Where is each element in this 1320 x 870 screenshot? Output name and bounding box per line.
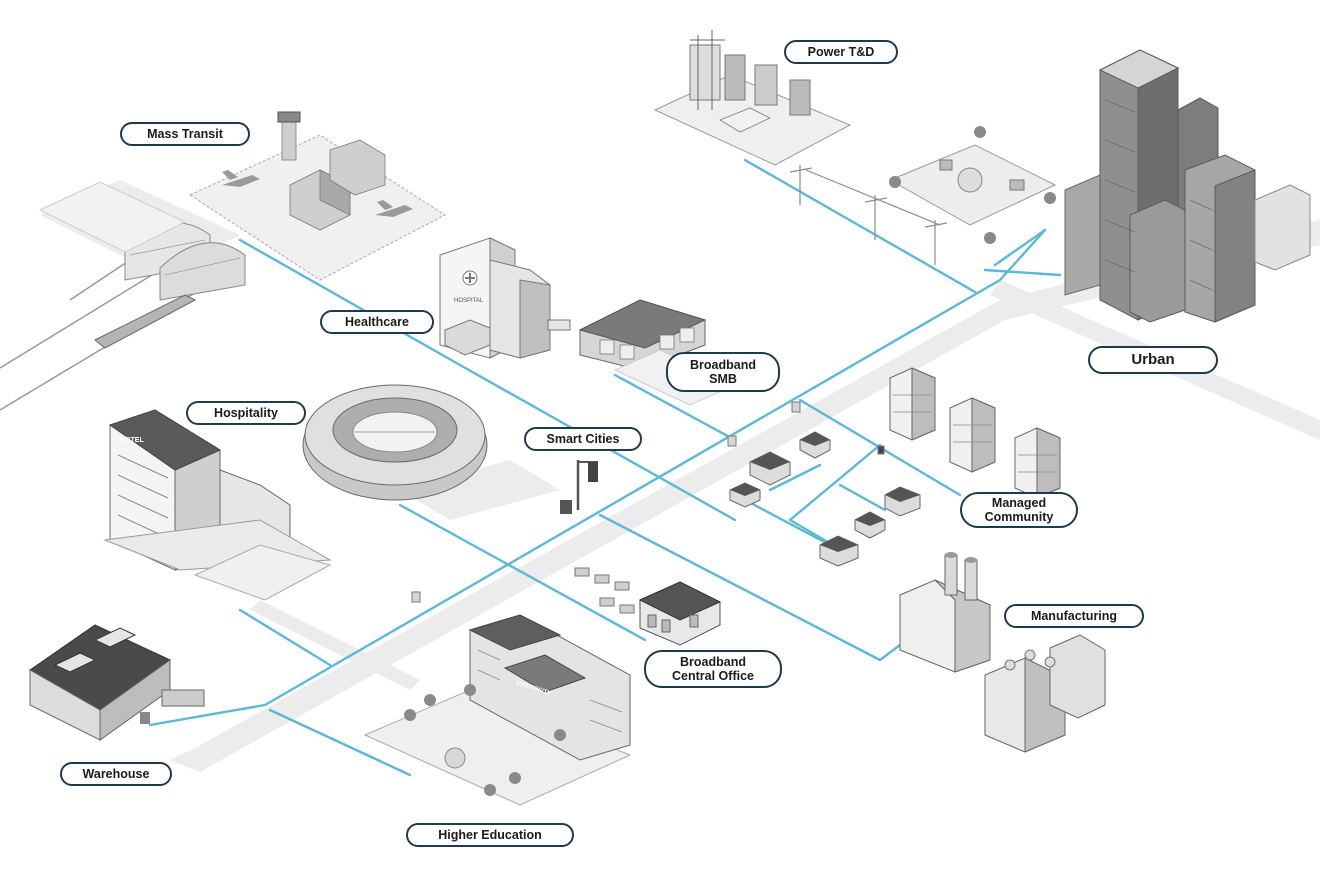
- fiber-urban: [983, 268, 1062, 277]
- label-managed-community[interactable]: Managed Community: [960, 492, 1078, 528]
- fiber-smb: [613, 373, 737, 442]
- smb-shops: [578, 299, 737, 406]
- hospital: HOSPITAL: [439, 237, 571, 359]
- label-broadband-central-office-line2: Central Office: [672, 669, 754, 683]
- hospital-sign: HOSPITAL: [454, 298, 484, 304]
- urban-skyline: [1064, 49, 1311, 323]
- label-higher-education[interactable]: Higher Education: [406, 823, 574, 847]
- label-mass-transit-text: Mass Transit: [147, 127, 223, 141]
- label-broadband-central-office[interactable]: Broadband Central Office: [644, 650, 782, 688]
- power-substation: [653, 30, 852, 166]
- label-broadband-smb-line2: SMB: [709, 372, 737, 386]
- fiber-trunk: [148, 228, 1047, 727]
- utility-cabinets: [411, 401, 885, 603]
- label-smart-cities-text: Smart Cities: [546, 432, 620, 446]
- hotel-sign: HOTEL: [120, 437, 144, 444]
- fiber-network: [148, 158, 1062, 777]
- label-smart-cities[interactable]: Smart Cities: [524, 427, 642, 451]
- university: UNIVERSITY: [363, 614, 632, 806]
- warehouse: [29, 624, 205, 741]
- label-warehouse[interactable]: Warehouse: [60, 762, 172, 786]
- label-mass-transit[interactable]: Mass Transit: [120, 122, 250, 146]
- fiber-mass-transit: [238, 238, 737, 522]
- label-broadband-smb[interactable]: Broadband SMB: [666, 352, 780, 392]
- label-healthcare[interactable]: Healthcare: [320, 310, 434, 334]
- transmission-poles: [789, 165, 948, 265]
- label-manufacturing[interactable]: Manufacturing: [1004, 604, 1144, 628]
- hotel: HOTEL: [103, 409, 332, 601]
- label-urban[interactable]: Urban: [1088, 346, 1218, 374]
- fiber-power: [743, 158, 977, 294]
- community-houses: [729, 431, 921, 567]
- factory: [899, 552, 1106, 753]
- transit-station: [38, 181, 246, 349]
- traffic-light: [560, 460, 598, 514]
- label-higher-education-text: Higher Education: [438, 828, 542, 842]
- fiber-smart-cities: [398, 503, 647, 642]
- label-manufacturing-text: Manufacturing: [1030, 609, 1118, 623]
- fiber-hospitality: [238, 608, 332, 667]
- fiber-urban-park: [993, 228, 1047, 267]
- park: [888, 126, 1057, 244]
- fiber-community-c: [838, 483, 887, 512]
- apartment-towers: [889, 367, 1061, 499]
- label-hospitality[interactable]: Hospitality: [186, 401, 306, 425]
- label-hospitality-text: Hospitality: [214, 406, 278, 420]
- label-managed-community-line2: Community: [984, 510, 1054, 524]
- label-power-td-text: Power T&D: [807, 45, 875, 59]
- label-managed-community-line1: Managed: [991, 496, 1047, 510]
- fiber-manufacturing: [598, 513, 902, 662]
- label-broadband-smb-line1: Broadband: [690, 358, 756, 372]
- central-office: [574, 567, 722, 646]
- label-broadband-central-office-line1: Broadband: [680, 655, 746, 669]
- fiber-community-b: [743, 498, 832, 547]
- label-urban-text: Urban: [1131, 351, 1175, 368]
- fiber-education: [268, 708, 412, 777]
- label-healthcare-text: Healthcare: [345, 315, 409, 329]
- fiber-community-d: [768, 463, 822, 492]
- airport: [188, 111, 446, 281]
- stadium: [302, 384, 488, 501]
- label-warehouse-text: Warehouse: [82, 767, 150, 781]
- label-power-td[interactable]: Power T&D: [784, 40, 898, 64]
